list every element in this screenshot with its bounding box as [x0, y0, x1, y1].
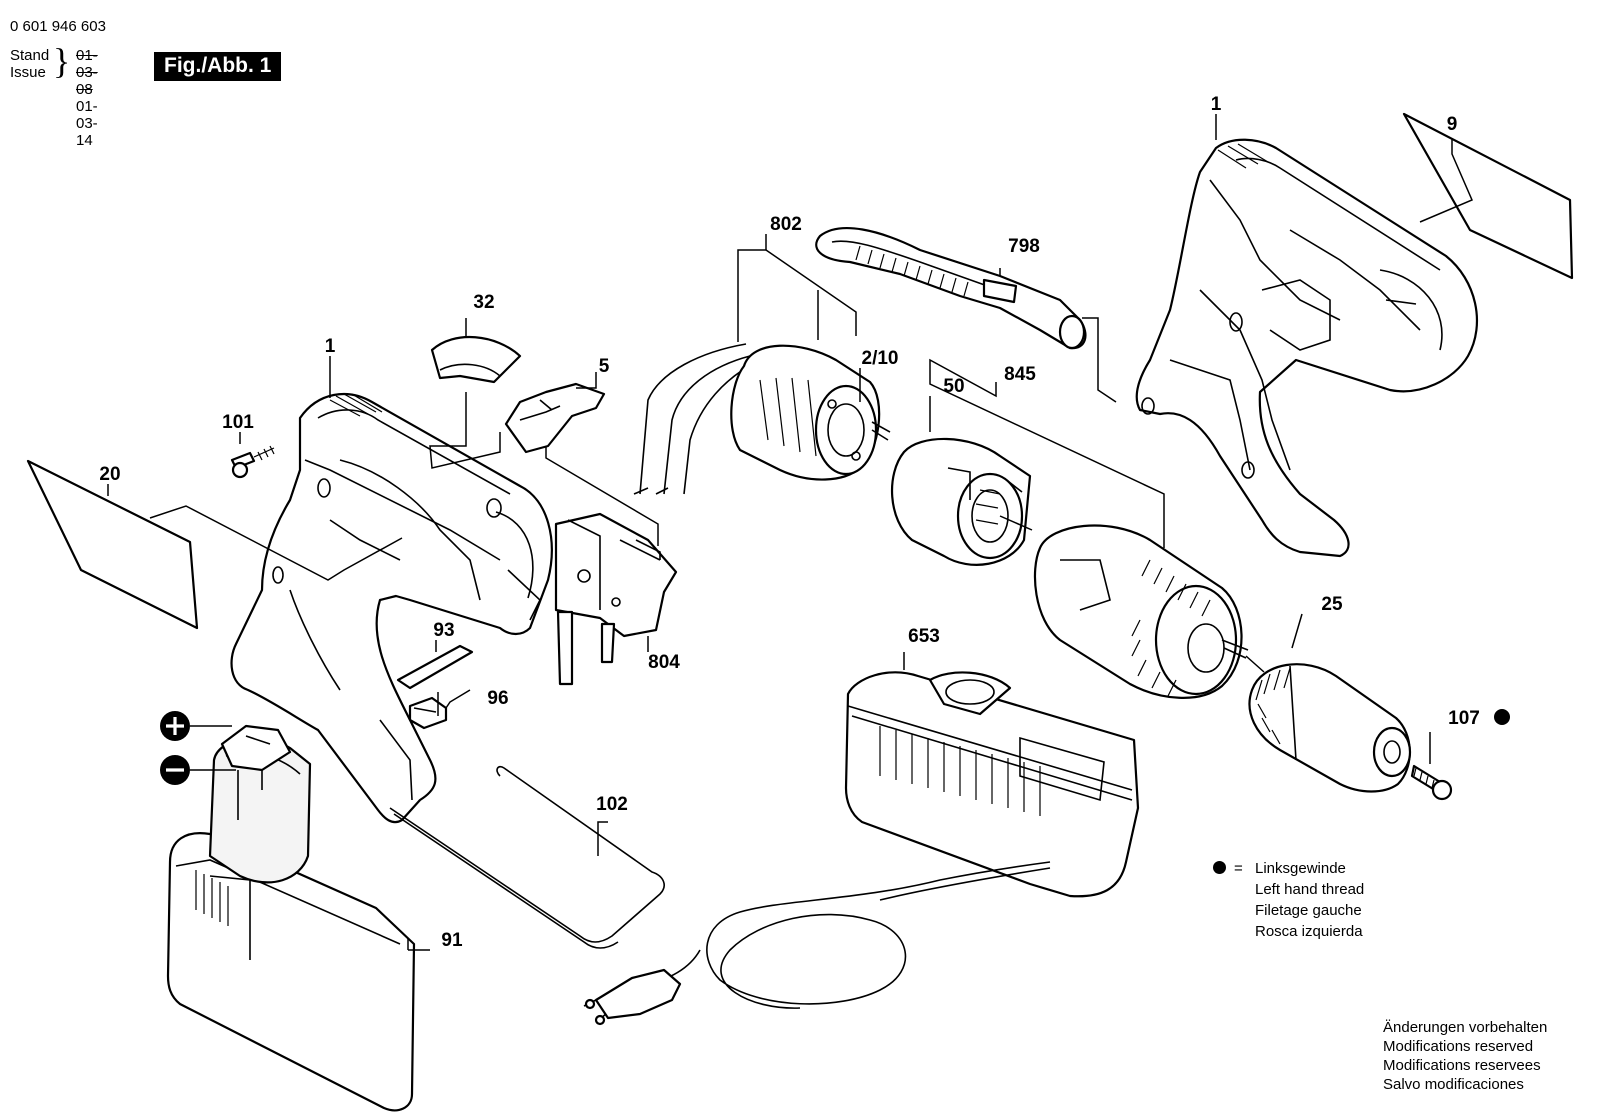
- callout-screw-107: 107: [1448, 708, 1480, 729]
- callout-motor-802: 802: [770, 214, 802, 235]
- old-date: 01-03-08: [76, 47, 98, 98]
- clip-96-part: [408, 696, 448, 730]
- callout-clip-96: 96: [487, 688, 508, 709]
- switch-804-part: [554, 512, 678, 686]
- legend-line-fr: Filetage gauche: [1255, 902, 1362, 919]
- terminal-minus-marker: [160, 755, 236, 785]
- cap-32-part: [430, 335, 522, 384]
- brace-icon: }: [53, 41, 71, 81]
- callout-slider-5: 5: [599, 356, 610, 377]
- callout-clip-93: 93: [433, 620, 454, 641]
- gearbox-845-part: [1033, 524, 1249, 699]
- callout-wire-102: 102: [596, 794, 628, 815]
- left-thread-marker-icon: [1494, 709, 1510, 725]
- callout-belt-798: 798: [1008, 236, 1040, 257]
- callout-charger-653: 653: [908, 626, 940, 647]
- document-number: 0 601 946 603: [10, 18, 106, 35]
- terminal-plus-marker: [160, 711, 232, 741]
- callout-housing-right: 1: [1211, 94, 1222, 115]
- clip-93-part: [396, 644, 474, 690]
- notice-line-es: Salvo modificaciones: [1383, 1076, 1524, 1093]
- legend-line-en: Left hand thread: [1255, 881, 1365, 898]
- housing-left-part: [230, 392, 553, 824]
- notice-line-de: Änderungen vorbehalten: [1383, 1019, 1548, 1036]
- callout-housing-left: 1: [325, 336, 336, 357]
- slider-5-part: [504, 382, 606, 454]
- modifications-notice: Änderungen vorbehalten Modifications res…: [1383, 1018, 1547, 1094]
- callout-battery-91: 91: [441, 930, 463, 951]
- callout-cap-32: 32: [473, 292, 494, 313]
- figure-label: Fig./Abb. 1: [154, 52, 282, 81]
- charger-653-part: [583, 671, 1140, 1026]
- legend-marker: =: [1213, 858, 1243, 879]
- revision-labels: Stand Issue: [10, 47, 49, 81]
- stand-label: Stand: [10, 47, 50, 64]
- label-sticker-right: [1402, 112, 1574, 280]
- issue-label: Issue: [10, 64, 46, 81]
- callout-label-left: 20: [99, 464, 120, 485]
- callout-label-right: 9: [1447, 114, 1458, 135]
- notice-line-en: Modifications reserved: [1383, 1038, 1534, 1055]
- leader-lines: [107, 114, 1473, 951]
- left-thread-dot-icon: [1213, 861, 1226, 874]
- callout-ring-50: 50: [943, 376, 964, 397]
- chuck-25-part: [1248, 663, 1412, 793]
- legend-line-es: Rosca izquierda: [1255, 923, 1363, 940]
- callout-switch-804: 804: [648, 652, 680, 673]
- motor-802-part: [633, 343, 891, 495]
- revision-dates: 01-03-08 01-03-14: [76, 47, 98, 149]
- legend-equals: =: [1234, 860, 1243, 877]
- wire-102-part: [389, 765, 665, 949]
- callout-chuck-25: 25: [1321, 594, 1343, 615]
- ring-50-part: [890, 437, 1032, 566]
- callout-gearbox-845: 845: [1004, 364, 1036, 385]
- belt-798-part: [815, 226, 1087, 350]
- notice-line-fr: Modifications reservees: [1383, 1057, 1541, 1074]
- screw-101-part: [230, 445, 275, 479]
- new-date: 01-03-14: [76, 98, 98, 149]
- callout-motor-2-10: 2/10: [862, 348, 899, 369]
- legend-line-de: Linksgewinde: [1255, 860, 1346, 877]
- legend: = Linksgewinde Left hand thread Filetage…: [1213, 858, 1365, 942]
- label-sticker-left: [26, 459, 199, 630]
- screw-107-part: [1410, 764, 1453, 801]
- housing-right-part: [1135, 138, 1479, 558]
- callout-screw-101: 101: [222, 412, 254, 433]
- battery-pack-91-part: [166, 724, 416, 1112]
